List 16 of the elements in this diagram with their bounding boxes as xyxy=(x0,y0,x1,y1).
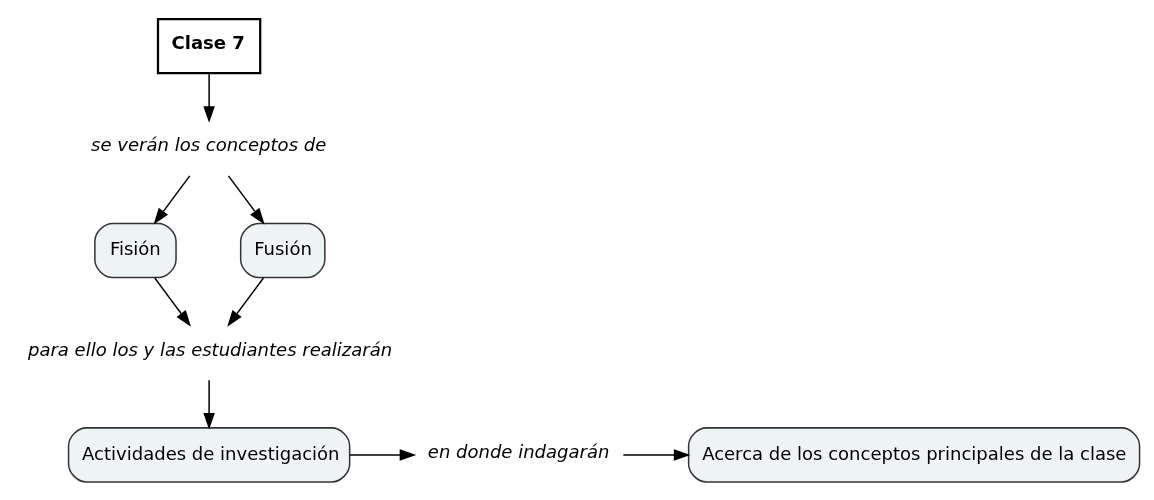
node-text: para ello los y las estudiantes realizarán xyxy=(27,338,393,360)
arrow xyxy=(153,174,191,225)
node-box: Fisión xyxy=(94,222,177,278)
arrow xyxy=(203,72,215,123)
arrow xyxy=(227,276,265,327)
node-box: Actividades de investigación xyxy=(67,426,351,483)
node-text: en donde indagarán xyxy=(427,440,610,462)
arrow xyxy=(203,379,215,429)
node-box: Clase 7 xyxy=(156,17,262,74)
arrow xyxy=(227,174,265,225)
arrow xyxy=(622,448,691,461)
arrow xyxy=(154,276,191,327)
arrow xyxy=(349,448,417,461)
node-box: Acerca de los conceptos principales de la clase xyxy=(687,426,1141,483)
node-text: se verán los conceptos de xyxy=(91,133,327,155)
node-box: Fusión xyxy=(239,222,326,278)
